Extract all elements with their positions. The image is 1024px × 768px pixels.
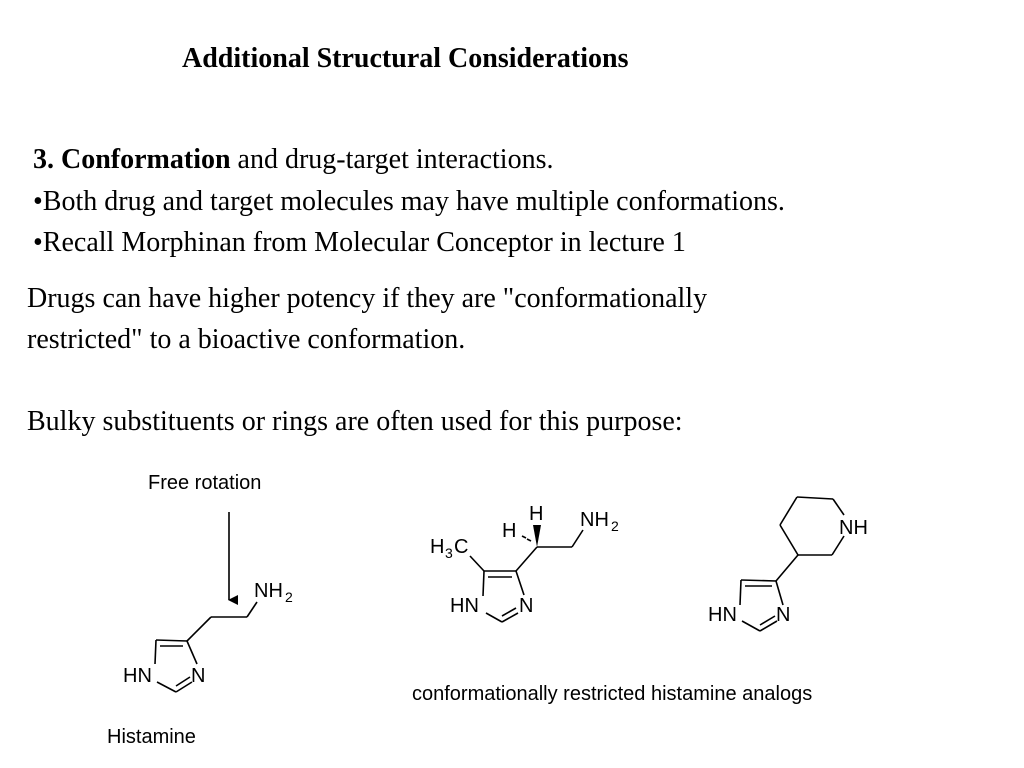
analog-1-atom-labels: H 3 C H H NH 2 HN N <box>430 503 619 617</box>
side-chain-bond <box>246 601 258 618</box>
atom-h3c-sub: 3 <box>445 545 453 561</box>
atom-subscript: 2 <box>611 518 619 534</box>
ring-bond <box>775 580 784 606</box>
page-title: Additional Structural Considerations <box>182 43 629 74</box>
atom-hn: HN <box>450 595 479 617</box>
atom-subscript: 2 <box>285 589 293 605</box>
linker-bond <box>775 554 799 582</box>
point-3-conformation: 3. Conformation and drug-target interact… <box>33 144 553 176</box>
ring-bond <box>740 579 777 582</box>
ring-bond <box>485 612 503 623</box>
atom-hn: HN <box>123 665 152 687</box>
ring-double-bond <box>759 615 776 626</box>
analogs-caption: conformationally restricted histamine an… <box>412 683 813 705</box>
ring-double-bond <box>501 607 517 617</box>
ring-bond <box>741 620 761 632</box>
hashed-bond <box>521 535 527 539</box>
ring-bond <box>175 681 193 693</box>
piperidine-bond <box>779 496 798 526</box>
analog-1-structure <box>469 529 584 623</box>
side-chain-bond <box>515 546 538 572</box>
atom-h3c-c: C <box>454 536 468 558</box>
atom-h-hash: H <box>502 520 516 542</box>
paragraph-potency-line-2: restricted" to a bioactive conformation. <box>27 324 466 355</box>
analog-2-atom-labels: NH HN N <box>708 517 868 626</box>
ring-bond <box>739 579 742 606</box>
ring-bond <box>515 570 525 596</box>
piperidine-bond <box>779 524 799 556</box>
atom-n: N <box>191 665 205 687</box>
ring-bond <box>501 612 519 623</box>
histamine-label: Histamine <box>107 726 196 748</box>
histamine-structure <box>154 512 258 693</box>
piperidine-bond <box>831 535 845 556</box>
ring-bond <box>186 640 198 665</box>
atom-n: N <box>519 595 533 617</box>
atom-nh: NH <box>839 517 868 539</box>
side-chain-bond <box>571 529 584 548</box>
bullet-multiple-conformations: •Both drug and target molecules may have… <box>33 186 785 217</box>
ring-bond <box>154 639 157 665</box>
methyl-bond <box>469 555 485 572</box>
atom-h3c-h: H <box>430 536 444 558</box>
paragraph-bulky-substituents: Bulky substituents or rings are often us… <box>27 406 683 437</box>
histamine-atom-labels: HN N NH 2 <box>123 580 293 687</box>
bullet-morphinan: •Recall Morphinan from Molecular Concept… <box>33 227 686 258</box>
free-rotation-label: Free rotation <box>148 472 262 494</box>
analog-2-structure <box>739 496 845 632</box>
wedge-bond <box>533 525 541 547</box>
side-chain-bond <box>186 616 212 642</box>
atom-nh: NH <box>580 509 609 531</box>
piperidine-bond <box>832 498 845 516</box>
ring-bond <box>759 620 778 632</box>
atom-n: N <box>776 604 790 626</box>
atom-h-wedge: H <box>529 503 543 525</box>
paragraph-potency-line-1: Drugs can have higher potency if they ar… <box>27 283 708 314</box>
point-3-label: 3. Conformation <box>33 144 231 175</box>
ring-bond <box>482 570 485 597</box>
atom-nh: NH <box>254 580 283 602</box>
ring-bond <box>156 681 177 693</box>
ring-bond <box>155 639 188 642</box>
point-3-text: and drug-target interactions. <box>230 144 554 175</box>
hashed-bond <box>526 538 532 542</box>
piperidine-bond <box>796 496 834 500</box>
ring-double-bond <box>175 676 191 687</box>
atom-hn: HN <box>708 604 737 626</box>
